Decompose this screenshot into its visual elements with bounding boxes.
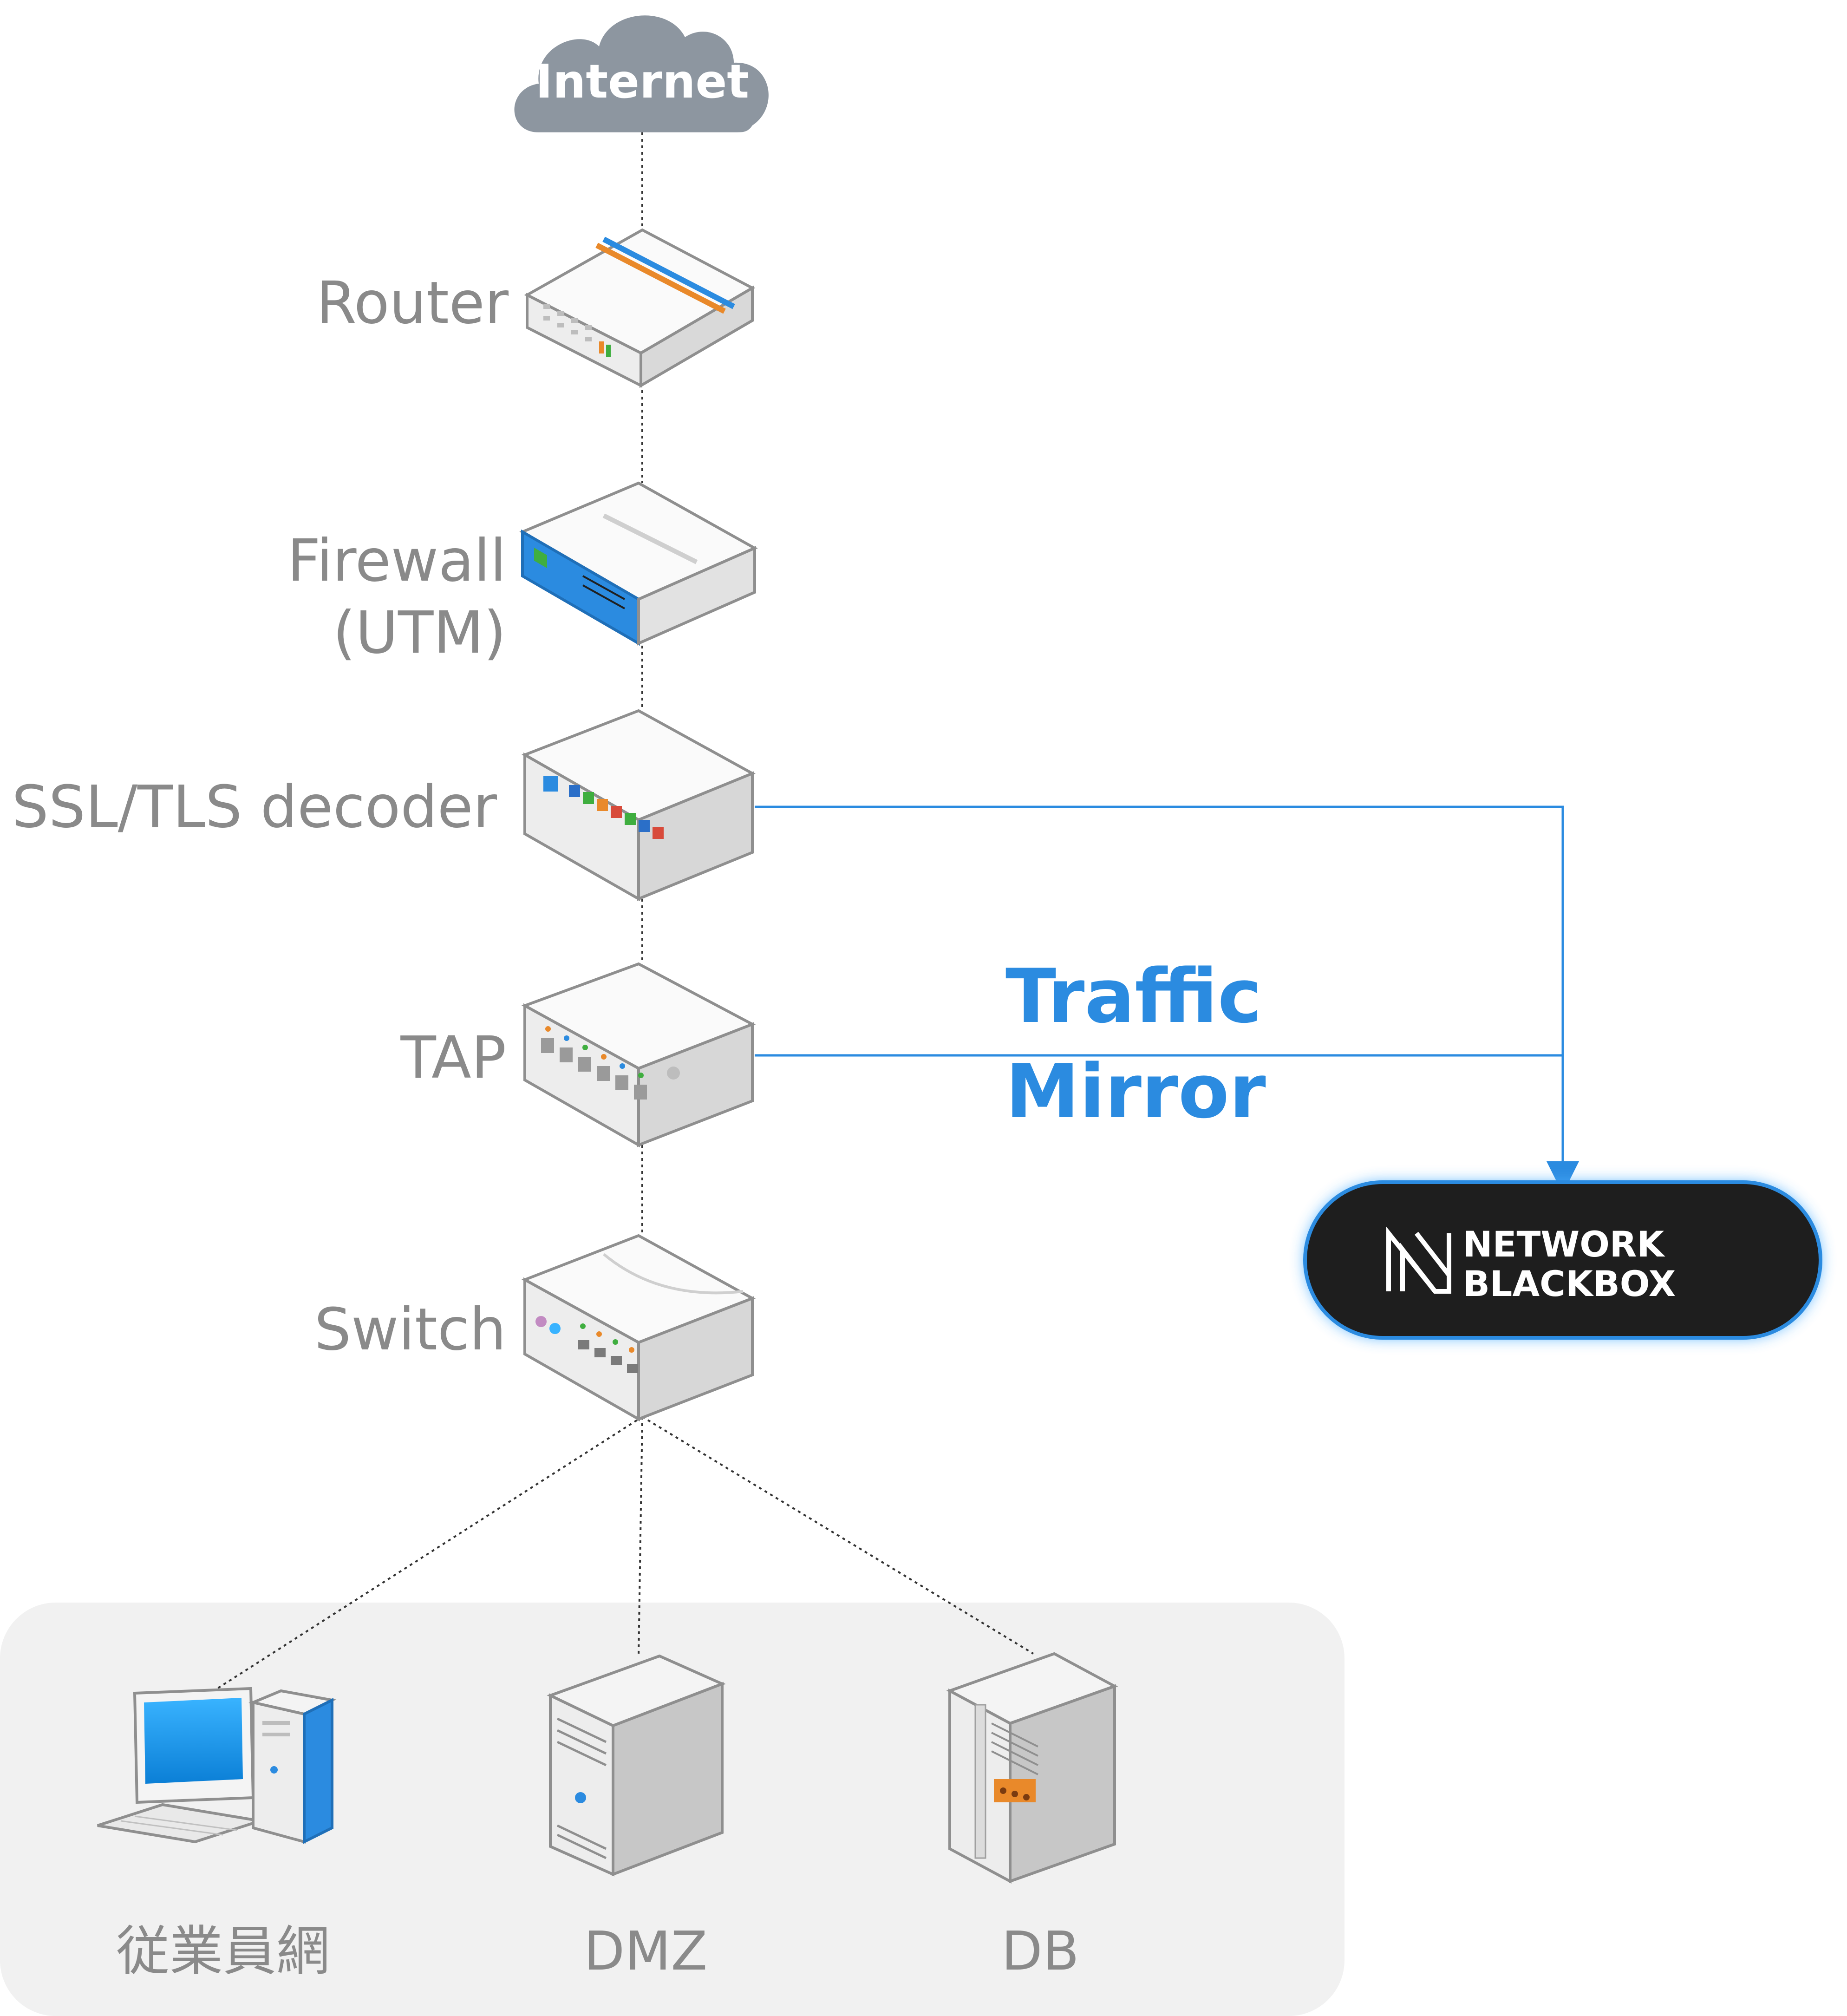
- dmz-label: DMZ: [584, 1920, 708, 1983]
- ssl-decoder-label: SSL/TLS decoder: [12, 773, 497, 841]
- employee-label: 従業員網: [116, 1920, 330, 1983]
- dmz-server[interactable]: DMZ: [547, 1654, 726, 1983]
- tap-icon: [521, 962, 756, 1148]
- database-server-icon: [946, 1652, 1118, 1884]
- firewall-icon: [519, 481, 758, 646]
- mirror-line-ssl: [755, 805, 1579, 1194]
- traffic-mirror-label: Traffic Mirror: [1005, 953, 1266, 1135]
- link-lines: [213, 132, 1034, 1692]
- employee-network[interactable]: 従業員網: [97, 1687, 337, 1983]
- router-label: Router: [316, 269, 509, 337]
- traffic-mirror-line1: Traffic: [1005, 953, 1262, 1040]
- ssl-decoder-device[interactable]: SSL/TLS decoder: [12, 709, 756, 902]
- blackbox-line1: NETWORK: [1463, 1224, 1665, 1265]
- firewall-device[interactable]: Firewall (UTM): [287, 481, 758, 667]
- server-icon: [547, 1654, 726, 1877]
- switch-icon: [521, 1234, 756, 1422]
- blackbox-pill: [1303, 1180, 1822, 1340]
- switch-device[interactable]: Switch: [314, 1234, 756, 1422]
- switch-label: Switch: [314, 1296, 506, 1363]
- ssl-decoder-icon: [522, 709, 756, 902]
- firewall-label-line2: (UTM): [333, 599, 506, 667]
- blackbox-line2: BLACKBOX: [1463, 1263, 1676, 1304]
- link-switch-db: [641, 1416, 1034, 1655]
- link-switch-employee: [213, 1416, 643, 1692]
- network-blackbox[interactable]: NETWORK BLACKBOX: [1303, 1180, 1822, 1340]
- router-icon: [524, 228, 756, 388]
- internet-cloud: Internet: [514, 15, 769, 132]
- traffic-mirror-line2: Mirror: [1005, 1048, 1266, 1135]
- link-switch-dmz: [638, 1416, 643, 1656]
- db-label: DB: [1001, 1920, 1079, 1983]
- cloud-icon: [514, 15, 769, 132]
- tap-device[interactable]: TAP: [400, 962, 756, 1148]
- db-server[interactable]: DB: [946, 1652, 1118, 1983]
- desktop-pc-icon: [97, 1687, 337, 1844]
- blackbox-logo-icon: [1386, 1226, 1451, 1294]
- tap-label: TAP: [400, 1024, 506, 1092]
- internet-label: Internet: [535, 54, 749, 109]
- firewall-label-line1: Firewall: [287, 527, 506, 595]
- mirror-lines: [755, 805, 1579, 1194]
- router-device[interactable]: Router: [316, 228, 756, 388]
